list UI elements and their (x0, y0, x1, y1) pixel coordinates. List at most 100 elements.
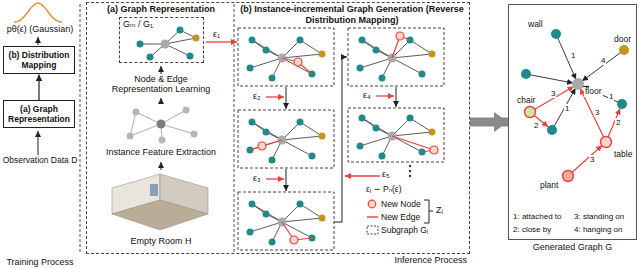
representation-figure (161, 162, 162, 170)
generated-graph-figure (601, 137, 612, 148)
generation-figure (430, 146, 438, 154)
annotation-label: ε₅ (382, 169, 390, 179)
representation-figure (137, 27, 194, 61)
annotation-label: floor (584, 87, 603, 97)
annotation-label: 1 (608, 92, 614, 101)
representation-figure (161, 66, 162, 74)
representation-figure (130, 124, 161, 136)
annotation-label: 2: close by (513, 225, 551, 234)
generated-graph-figure (578, 84, 606, 142)
annotation-label: ε₄ (363, 90, 371, 100)
new-node-sample (368, 200, 376, 208)
representation-figure (183, 107, 190, 114)
representation-figure (161, 40, 170, 49)
generated-graph-figure (521, 69, 531, 79)
generated-graph-figure (568, 142, 606, 176)
representation-figure (130, 110, 194, 140)
generation-figure (286, 87, 287, 109)
training-figure (14, 3, 80, 254)
representation-figure (140, 30, 196, 57)
annotation-label: 4 (600, 56, 606, 65)
legend-text: New Edge (381, 212, 420, 222)
node-text: Generated Graph G (509, 242, 636, 252)
representation-figure (159, 137, 166, 144)
generation-figure (247, 119, 326, 164)
representation-figure (193, 35, 200, 42)
panel-section: (b) Instance-incremental Graph Generatio… (236, 4, 468, 252)
representation-figure (112, 200, 208, 230)
representation-figure (137, 41, 144, 48)
representation-figure (165, 38, 196, 44)
new-edge-sample (367, 216, 378, 217)
training-figure (38, 131, 39, 155)
legend-text: Subgraph Gᵢ (381, 225, 428, 235)
generated-graph-figure (556, 34, 578, 84)
annotation-label: chair (517, 96, 535, 106)
generation-figure (286, 169, 287, 191)
annotation-label: ε₂ (253, 91, 261, 101)
generation-figure (334, 57, 347, 222)
representation-figure (161, 124, 194, 134)
generation-figure (345, 175, 380, 176)
generation-figure (409, 165, 411, 167)
annotation-label: door (614, 35, 631, 45)
subgraph-box: Gₘ / G₁ (119, 17, 204, 63)
annotation-label: table (614, 150, 632, 160)
representation-figure (157, 120, 166, 129)
annotation-label: 2 (533, 121, 539, 130)
generated-graph-figure (526, 34, 624, 130)
annotation-label: 3: standing on (574, 212, 624, 221)
generation-figure (290, 236, 298, 244)
representation-figure (147, 54, 154, 61)
node-text: Inference Process (394, 255, 467, 265)
generation-figure (357, 37, 436, 82)
generation-figure (266, 96, 284, 97)
generated-graph-figure (572, 78, 584, 90)
node-text: Gₘ / G₁ (123, 19, 153, 29)
generation-figure (357, 115, 436, 160)
node-text: (a) Graph Representation (88, 4, 234, 15)
annotation-label: Instance Feature Extraction (96, 147, 226, 157)
legend-swatch (366, 199, 379, 209)
generation-figure (294, 58, 302, 66)
generation-figure (250, 36, 434, 240)
generated-graph-figure (526, 74, 578, 84)
annotation-label: pθ(ε) (Gaussian) (2, 24, 78, 34)
annotation-label: εᵢ ∼ Pₙ(ε) (366, 185, 401, 195)
annotation-label: 3 (550, 89, 556, 98)
node-text: (a) Graph Representation (7, 104, 71, 124)
annotation-label: Zᵢ (436, 205, 443, 215)
representation-figure (133, 109, 140, 116)
generation-figure (206, 28, 444, 250)
generation-figure (396, 32, 404, 40)
annotation-label: ε₁ (213, 29, 220, 39)
representation-figure (191, 131, 198, 138)
generated-graph-figure (530, 84, 578, 112)
annotation-label: Observation Data D (0, 156, 80, 166)
generated-graph-figure (530, 84, 622, 176)
legend-text: New Node (381, 199, 421, 209)
representation-figure (130, 112, 136, 136)
annotation-label: Node & Edge Representation Learning (103, 74, 219, 95)
generation-figure (247, 201, 326, 246)
representation-figure (127, 107, 198, 144)
annotation-label: Empty Room H (101, 236, 221, 246)
generation-figure (409, 170, 411, 172)
generation-figure (348, 108, 444, 162)
generated-graph-figure (551, 29, 561, 39)
generation-figure (409, 175, 411, 177)
legend-swatch (366, 225, 379, 235)
generated-graph-figure (547, 125, 557, 135)
generation-figure (247, 37, 326, 82)
annotation-label: 4: hanging on (574, 225, 623, 234)
generated-graph-figure (617, 99, 627, 109)
subgraph-sample (367, 226, 378, 234)
annotation-label: 3 (594, 108, 600, 117)
legend-item: New Edge (366, 212, 420, 222)
panel-section: (a) Graph Representation Gₘ / G₁ (88, 4, 234, 252)
generation-figure (392, 136, 434, 150)
generated-graph-figure (563, 171, 574, 182)
generation-figure (206, 41, 237, 42)
generated-graph-figure (578, 84, 622, 104)
legend-item: Subgraph Gᵢ (366, 225, 428, 235)
